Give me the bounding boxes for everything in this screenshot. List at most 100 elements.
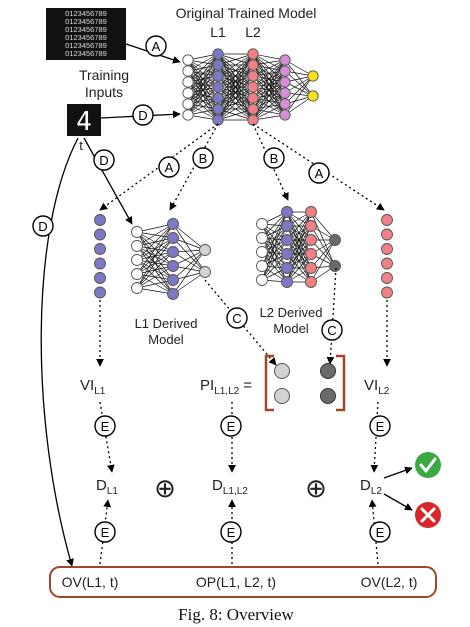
l1-node	[167, 246, 179, 258]
edge	[172, 249, 206, 281]
reject-x-icon	[415, 502, 441, 528]
original-network	[182, 48, 319, 126]
l1-derived-network	[131, 218, 211, 300]
edge	[286, 253, 312, 283]
input-image-t: 4	[67, 104, 101, 137]
dark-node	[320, 388, 336, 404]
figure-caption: Fig. 8: Overview	[178, 605, 294, 624]
edge	[261, 211, 288, 239]
edge	[284, 59, 314, 97]
step-badge	[321, 319, 343, 341]
l1-node	[94, 243, 106, 255]
l1-node	[167, 260, 179, 272]
l1-node	[281, 220, 293, 232]
pi-matrix	[264, 354, 346, 412]
l2-node	[381, 272, 393, 284]
edge	[172, 249, 206, 267]
step-badge-label: B	[199, 151, 208, 166]
l2-node	[247, 81, 259, 93]
l2-node	[381, 243, 393, 255]
edge	[217, 53, 254, 77]
l1-node	[94, 272, 106, 284]
mnist-row: 0123456789	[65, 33, 107, 42]
input-node	[182, 65, 194, 77]
l2-node	[247, 70, 259, 82]
output-node	[307, 70, 319, 82]
mnist-thumbnail: 0123456789 0123456789 0123456789 0123456…	[46, 8, 126, 60]
edge	[136, 279, 174, 289]
input-node	[256, 246, 268, 258]
dark-node	[329, 234, 341, 246]
step-badge-label: E	[227, 419, 236, 434]
edge	[286, 225, 312, 283]
edge	[286, 239, 312, 283]
input-t-label: t	[79, 138, 83, 153]
edge	[217, 53, 254, 88]
step-badge	[369, 415, 391, 437]
l2-node	[247, 103, 259, 115]
edge	[252, 59, 286, 88]
edge	[172, 237, 206, 273]
gray-node	[199, 244, 211, 256]
step-badge-label: D	[38, 219, 47, 234]
l2-activation-column	[381, 214, 393, 299]
edge	[261, 225, 288, 281]
step-badge-label: C	[327, 323, 336, 338]
l2-node	[247, 48, 259, 60]
l1-node	[212, 48, 224, 60]
step-badge	[94, 521, 116, 543]
input-node	[131, 268, 143, 280]
edge	[217, 97, 254, 121]
step-badge	[263, 147, 285, 169]
l1-node	[94, 257, 106, 270]
l2-node	[305, 234, 317, 246]
edge	[136, 251, 174, 289]
edge	[261, 253, 288, 281]
l1-node	[94, 214, 106, 226]
edge	[252, 70, 286, 121]
l1-derived-label: Model	[148, 332, 184, 347]
edge	[136, 223, 174, 275]
hidden-node	[279, 98, 291, 110]
mnist-row: 0123456789	[65, 9, 107, 18]
edge	[187, 53, 219, 72]
ov-l2-value: OV(L2, t)	[361, 574, 418, 590]
edge	[136, 223, 174, 289]
step-badge	[94, 415, 116, 437]
combine-plus-icon: ⊕	[154, 473, 176, 503]
step-badge-label: A	[165, 160, 174, 175]
step-badge-label: E	[101, 525, 110, 540]
edge	[136, 223, 174, 247]
input-node	[256, 218, 268, 230]
input-node	[182, 98, 194, 110]
step-badge	[369, 521, 391, 543]
input-node	[182, 54, 194, 66]
l2-node	[381, 214, 393, 226]
edge	[136, 237, 174, 289]
l1-node	[167, 218, 179, 230]
input-node	[256, 274, 268, 286]
edge	[187, 75, 219, 116]
hidden-node	[279, 65, 291, 77]
edge	[284, 75, 314, 105]
input-node	[131, 240, 143, 252]
d-l2-label: DL2	[360, 477, 382, 497]
step-badge-label: D	[99, 153, 108, 168]
input-node	[131, 254, 143, 266]
edge	[261, 239, 288, 281]
hidden-node	[279, 109, 291, 121]
l1-node	[281, 262, 293, 274]
step-badge	[220, 521, 242, 543]
edge	[252, 59, 286, 110]
l2-node	[247, 59, 259, 71]
l2-derived-label: L2 Derived	[260, 305, 323, 320]
vi-l1-label: VIL1	[80, 377, 106, 397]
step-badge-label: E	[227, 525, 236, 540]
edge	[187, 97, 219, 116]
l2-node	[381, 228, 393, 241]
input-node	[131, 282, 143, 294]
edge	[310, 225, 336, 267]
step-badge-label: C	[232, 311, 241, 326]
l2-node	[305, 262, 317, 274]
